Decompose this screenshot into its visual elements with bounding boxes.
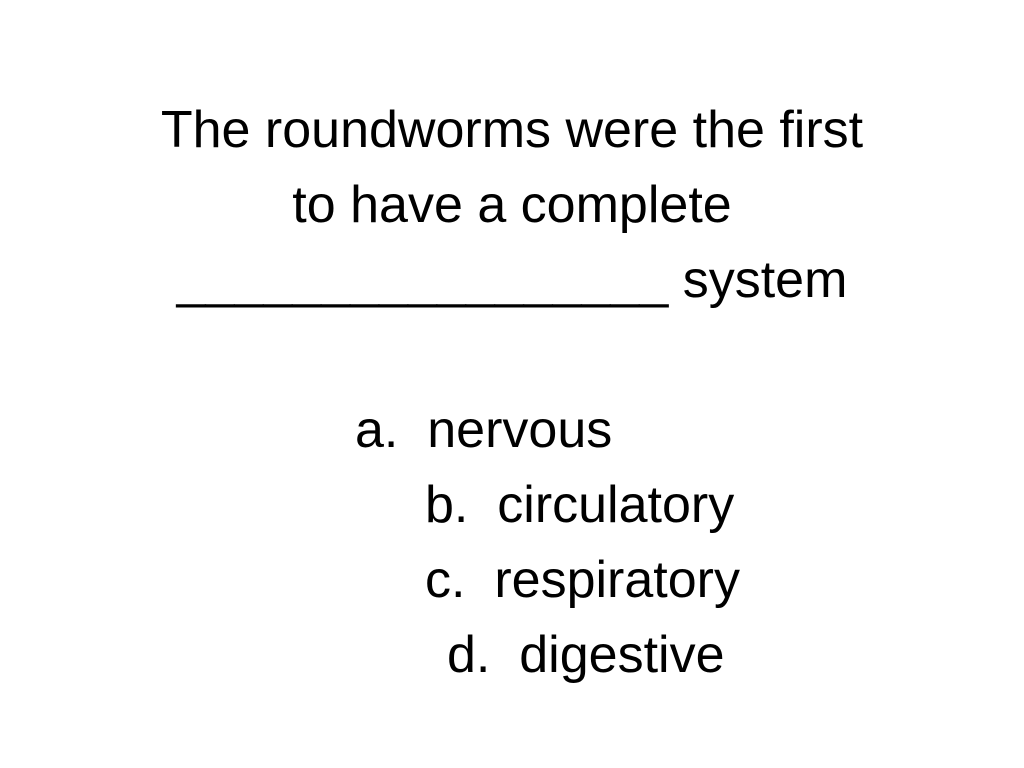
question-line-1: The roundworms were the first — [160, 101, 864, 159]
answer-option-c: c. respiratory — [425, 551, 740, 609]
answer-option-a: a. nervous — [355, 401, 613, 459]
question-line-3: _________________ system — [176, 251, 848, 309]
question-line-2: to have a complete — [292, 176, 732, 234]
answer-option-b: b. circulatory — [425, 476, 735, 534]
answer-option-d: d. digestive — [447, 626, 725, 684]
